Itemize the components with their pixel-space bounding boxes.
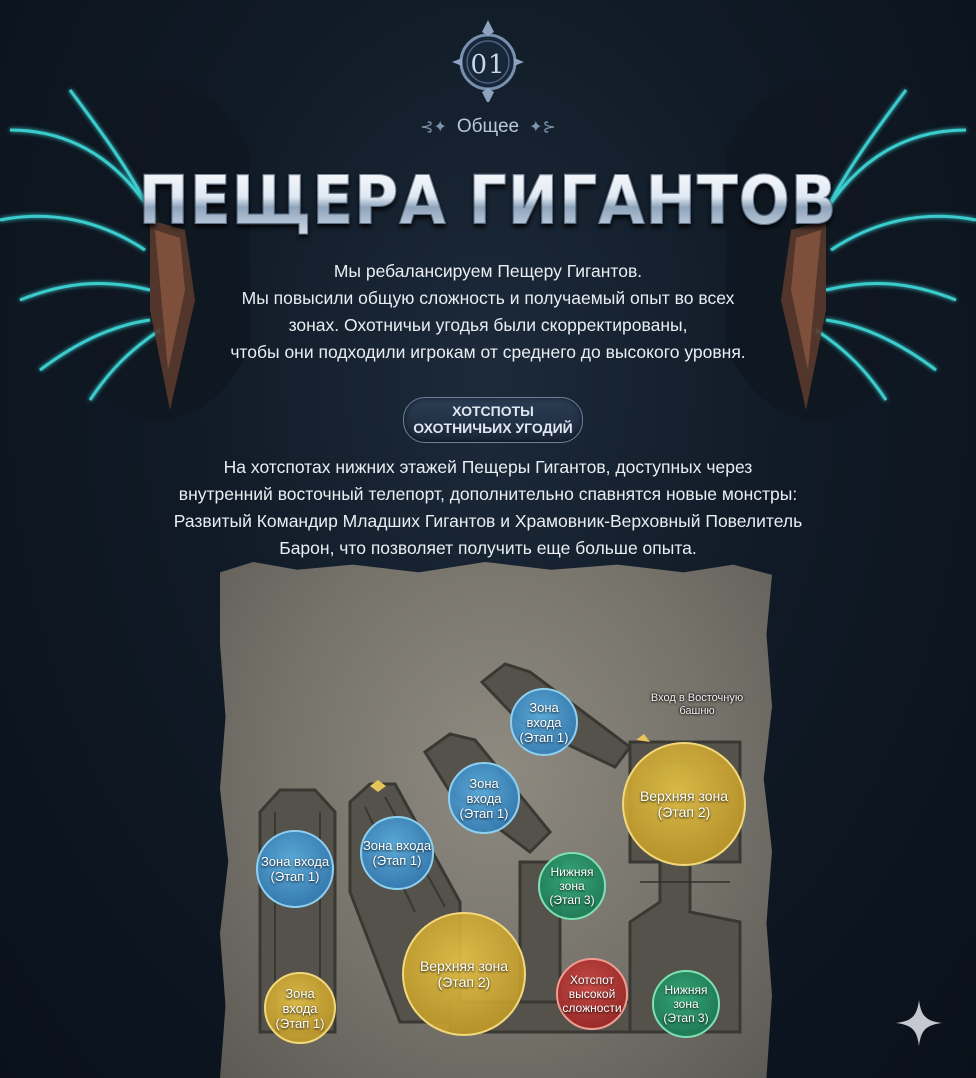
- emblem-icon: [452, 20, 524, 104]
- intro-line: Мы повысили общую сложность и получаемый…: [241, 288, 735, 308]
- page-title: ПЕЩЕРА ГИГАНТОВ: [0, 161, 976, 241]
- upper-zone-marker: Верхняя зона(Этап 2): [402, 912, 526, 1036]
- hotspot-line: На хотспотах нижних этажей Пещеры Гигант…: [223, 457, 753, 477]
- left-wing-decoration-icon: [0, 80, 250, 420]
- category-label: ⊰✦ Общее ✦⊱: [0, 116, 976, 138]
- hotspot-line: Развитый Командир Младших Гигантов и Хра…: [173, 511, 803, 531]
- entry-zone-marker: Зона входа(Этап 1): [510, 688, 578, 756]
- entry-zone-marker: Зона входа(Этап 1): [264, 972, 336, 1044]
- hotspot-line: Барон, что позволяет получить еще больше…: [279, 538, 697, 558]
- entry-zone-marker: Зона входа(Этап 1): [256, 830, 334, 908]
- hotspots-text: На хотспотах нижних этажей Пещеры Гигант…: [150, 454, 826, 562]
- badge-line: ХОТСПОТЫ: [452, 403, 534, 419]
- right-wing-decoration-icon: [726, 80, 976, 420]
- flourish-icon: ⊰✦: [420, 119, 447, 136]
- hotspots-badge: ХОТСПОТЫ ОХОТНИЧЬИХ УГОДИЙ: [403, 397, 583, 443]
- entry-zone-marker: Зона входа(Этап 1): [448, 762, 520, 834]
- flourish-icon: ✦⊱: [529, 119, 556, 136]
- category-text: Общее: [456, 116, 520, 137]
- section-number: 01: [470, 50, 506, 80]
- section-emblem: 01: [448, 12, 528, 104]
- intro-text: Мы ребалансируем Пещеру Гигантов. Мы пов…: [160, 258, 816, 366]
- badge-line: ОХОТНИЧЬИХ УГОДИЙ: [413, 420, 573, 436]
- intro-line: чтобы они подходили игрокам от среднего …: [230, 342, 746, 362]
- upper-zone-marker: Верхняя зона(Этап 2): [622, 742, 746, 866]
- hotspot-line: внутренний восточный телепорт, дополните…: [178, 484, 798, 504]
- intro-line: зонах. Охотничьи угодья были скорректиро…: [288, 315, 688, 335]
- intro-line: Мы ребалансируем Пещеру Гигантов.: [333, 261, 643, 281]
- entry-zone-marker: Зона входа(Этап 1): [360, 816, 434, 890]
- sparkle-icon: [896, 1000, 942, 1046]
